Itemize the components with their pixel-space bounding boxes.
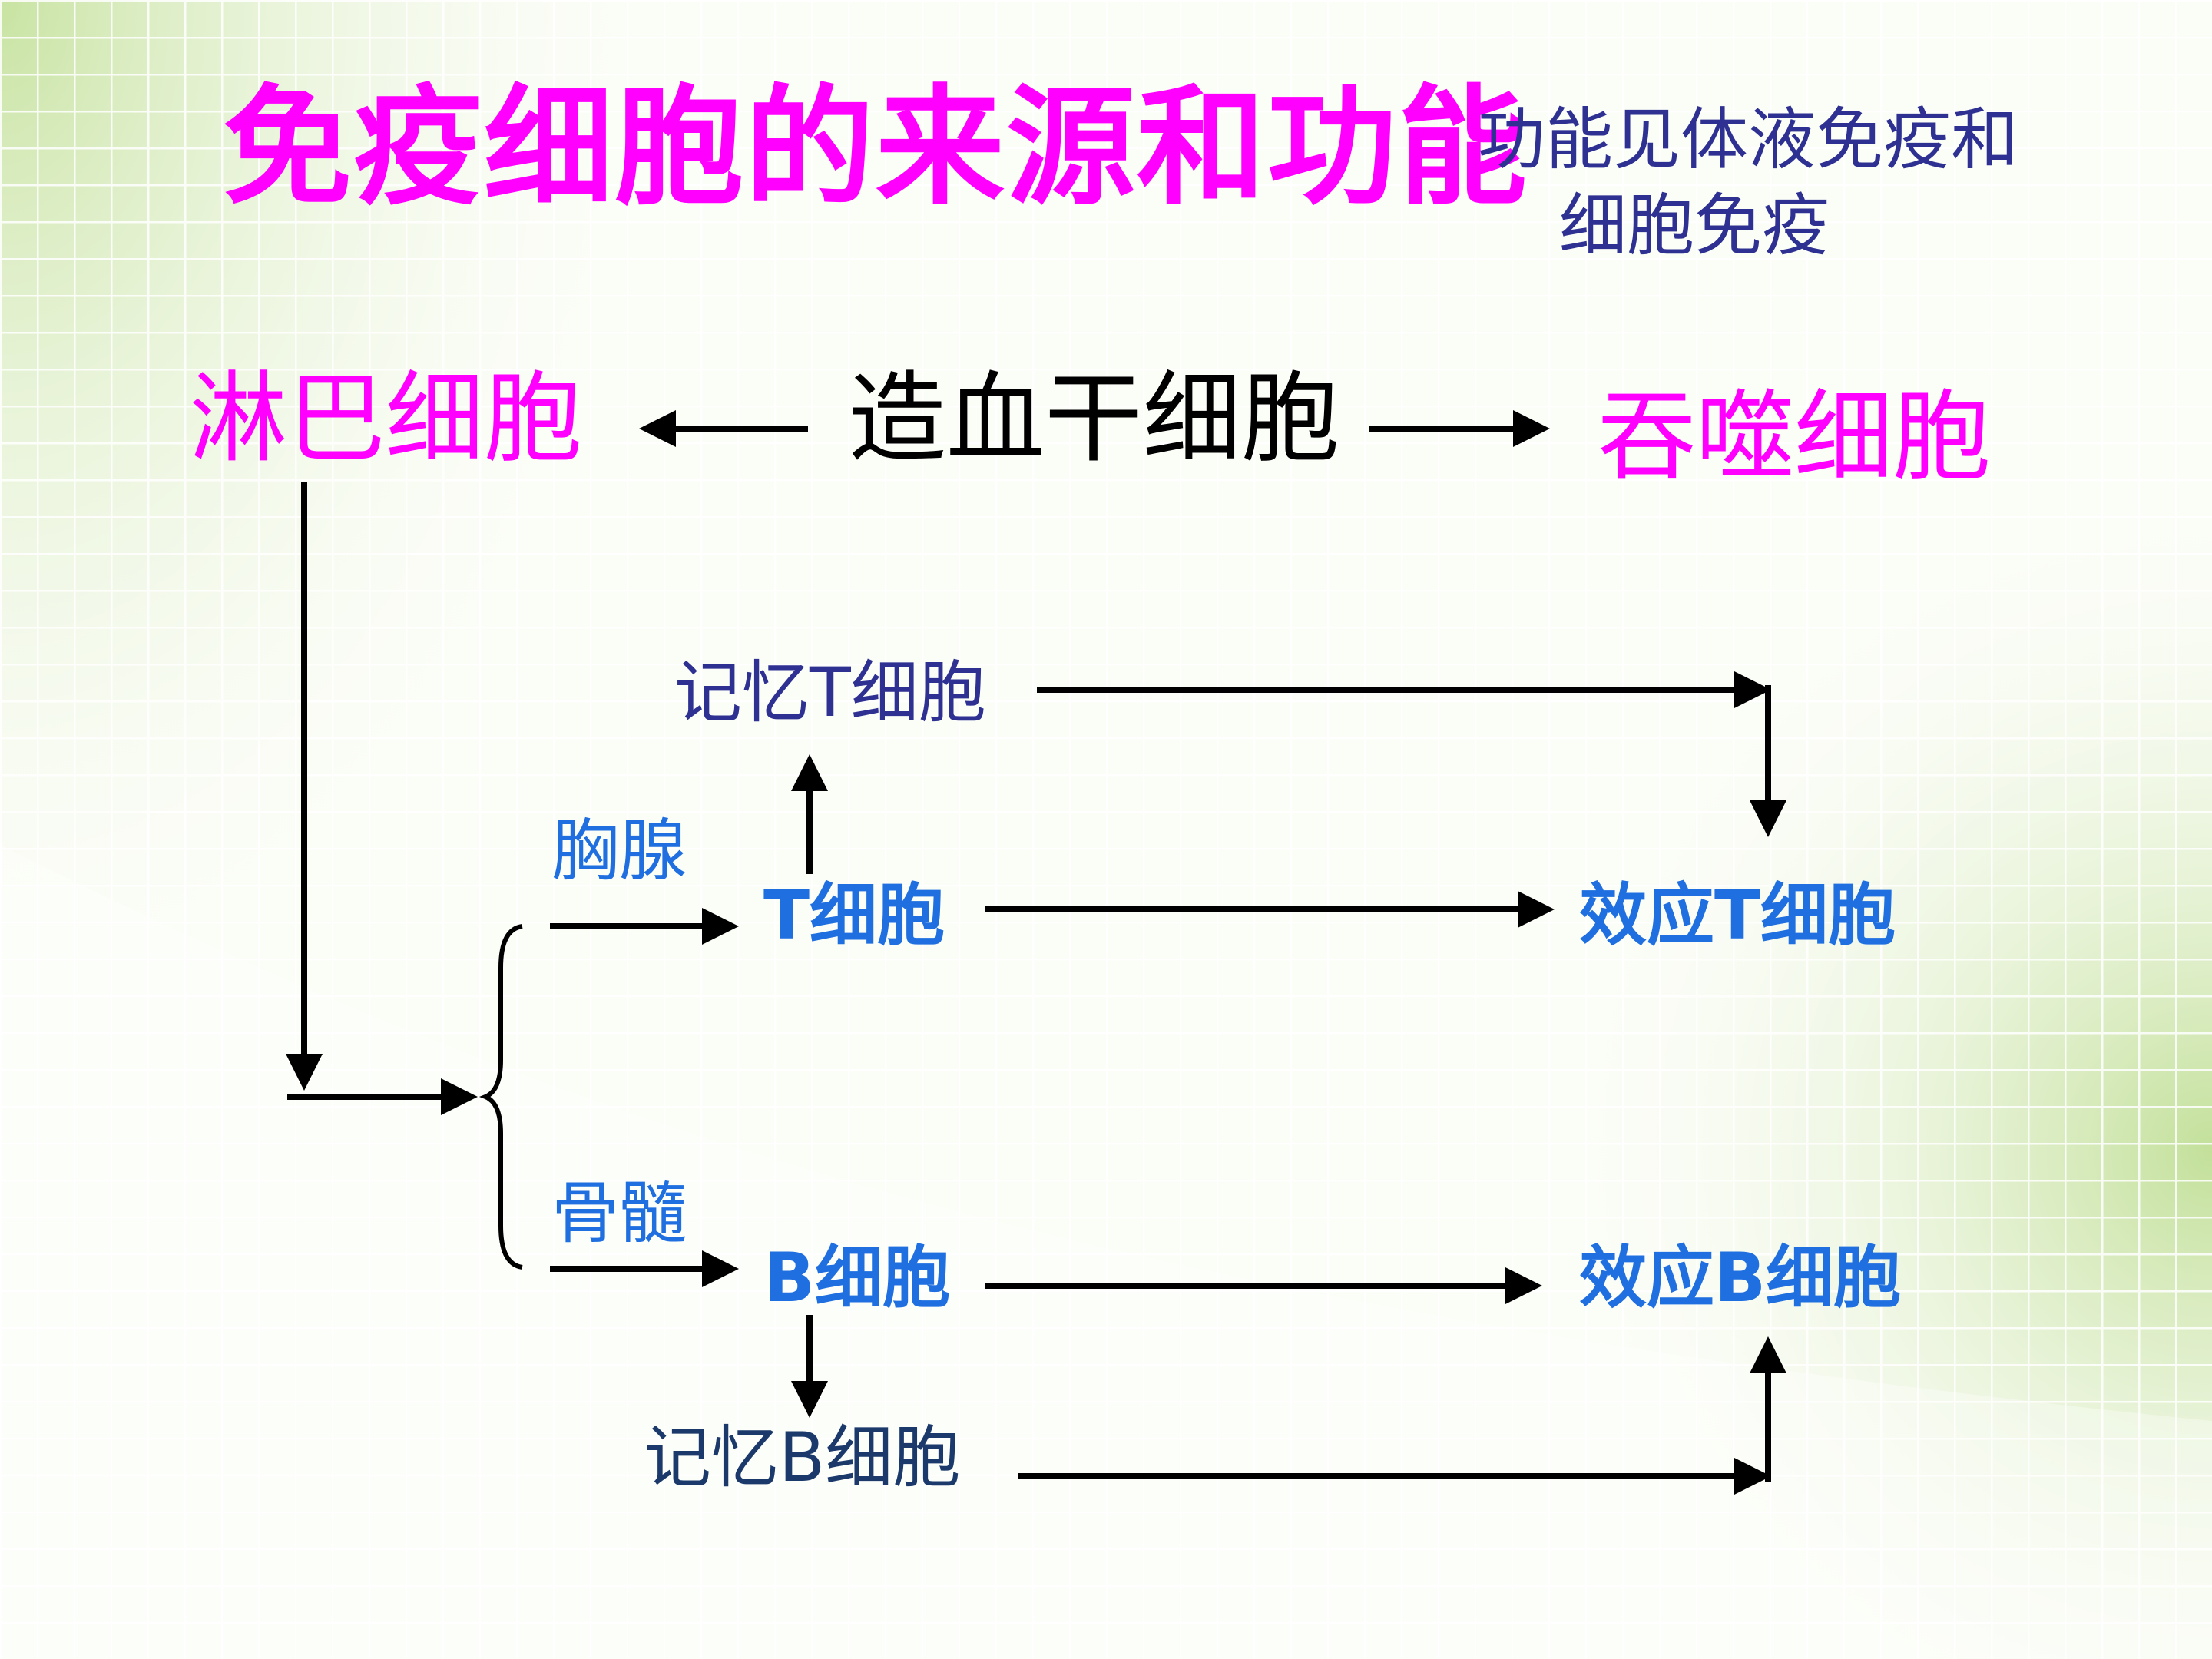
- node-b-cell: B细胞: [763, 1238, 951, 1317]
- node-t-cell: T细胞: [763, 876, 945, 955]
- label-bone-marrow: 骨髓: [551, 1174, 687, 1253]
- slide-title: 免疫细胞的来源和功能: [223, 72, 1528, 223]
- node-macrophage: 吞噬细胞: [1598, 380, 1992, 495]
- node-lymphocyte: 淋巴细胞: [189, 362, 583, 476]
- note-line-1: 功能见体液免疫和: [1478, 100, 2019, 179]
- node-effector-t-cell: 效应T细胞: [1579, 876, 1896, 955]
- label-thymus: 胸腺: [551, 811, 687, 890]
- node-memory-b-cell: 记忆B细胞: [644, 1418, 961, 1497]
- note-line-2: 细胞免疫: [1559, 186, 1830, 265]
- node-effector-b-cell: 效应B细胞: [1579, 1238, 1902, 1317]
- brace: [478, 924, 523, 1270]
- node-memory-t-cell: 记忆T细胞: [674, 653, 986, 732]
- node-hematopoietic-stem-cell: 造血干细胞: [848, 362, 1340, 476]
